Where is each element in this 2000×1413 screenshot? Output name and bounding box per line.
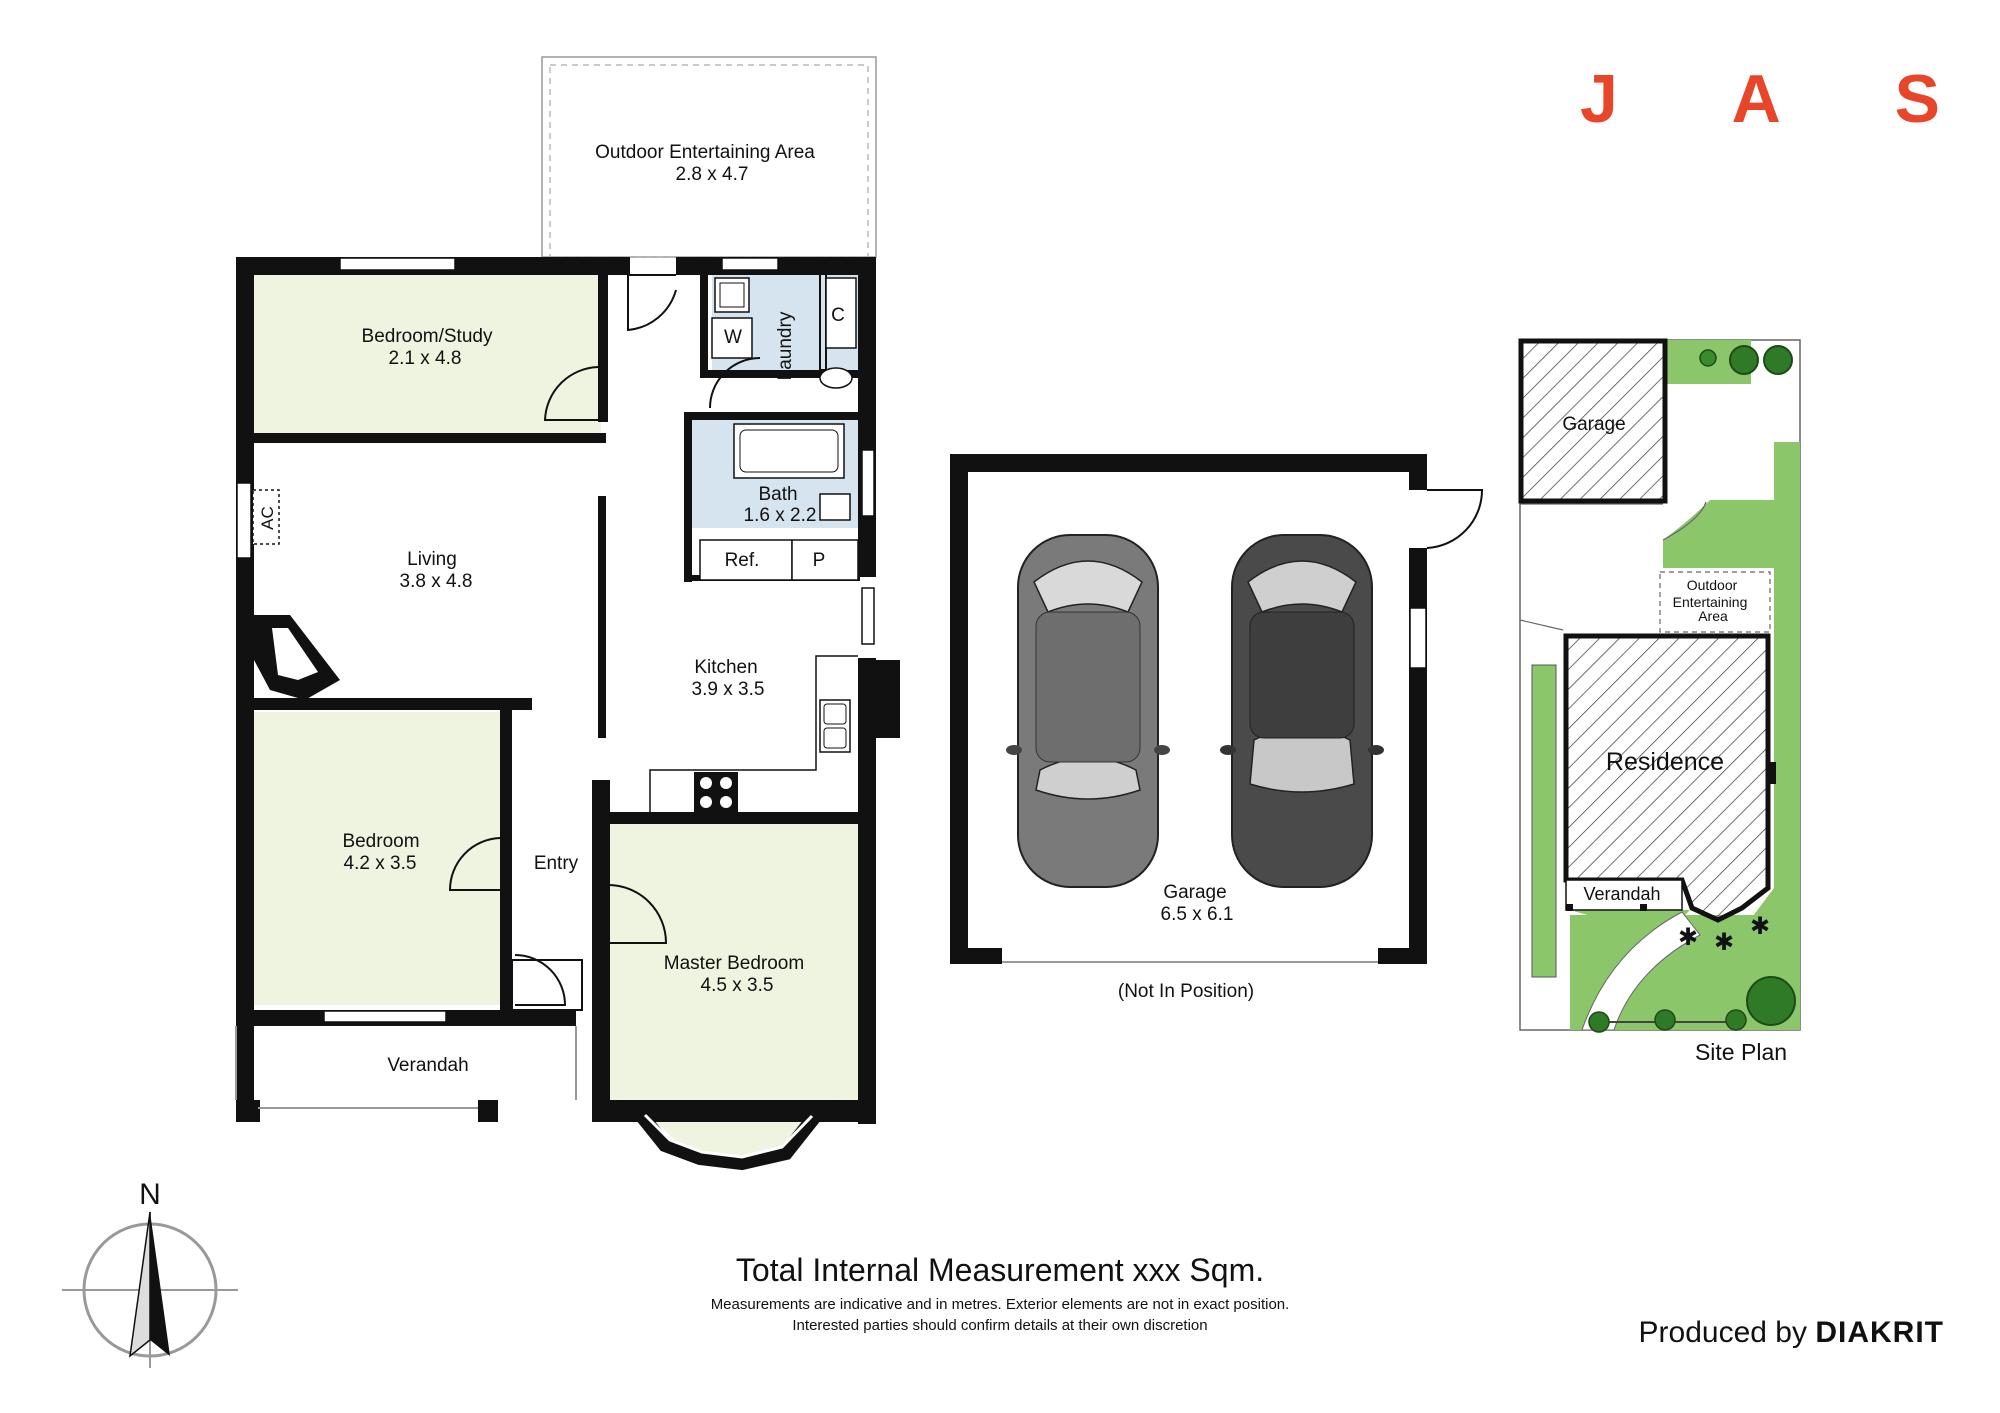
disclaimer: Measurements are indicative and in metre… (0, 1294, 2000, 1336)
site-outdoor-line2: Entertaining (1673, 594, 1748, 610)
site-outdoor-line3: Area (1698, 608, 1728, 624)
bath-size: 1.6 x 2.2 (744, 505, 817, 526)
brand-letter-j: J (1580, 61, 1618, 137)
site-plan-title: Site Plan (1695, 1039, 1787, 1065)
ref-label: Ref. (725, 550, 760, 571)
washer-label: W (724, 327, 742, 348)
site-outdoor-line1: Outdoor (1687, 577, 1738, 593)
garage-note: (Not In Position) (1118, 981, 1254, 1002)
total-measurement: Total Internal Measurement xxx Sqm. (735, 1252, 1265, 1288)
site-garage-label: Garage (1562, 414, 1625, 435)
house-plan: Outdoor Entertaining Area 2.8 x 4.7 Bedr… (235, 56, 900, 1171)
car-left (1006, 534, 1170, 888)
ac-label: AC (258, 506, 277, 530)
bath-label: Bath (758, 484, 797, 505)
disclaimer-line-2: Interested parties should confirm detail… (792, 1317, 1208, 1334)
brand-letter-s: S (1894, 61, 1940, 137)
car-right (1220, 534, 1384, 888)
producer-name: DIAKRIT (1815, 1316, 1944, 1349)
brand-logo: J A S (1580, 60, 1940, 138)
svg-text:✱: ✱ (1714, 929, 1734, 956)
site-verandah-label: Verandah (1583, 884, 1660, 904)
bedroom-study-label: Bedroom/Study (362, 326, 493, 347)
kitchen-size: 3.9 x 3.5 (692, 679, 765, 700)
living-size: 3.8 x 4.8 (400, 571, 473, 592)
master-bedroom-label: Master Bedroom (664, 953, 804, 974)
svg-text:✱: ✱ (1750, 913, 1770, 940)
bedroom-label: Bedroom (342, 831, 419, 852)
disclaimer-line-1: Measurements are indicative and in metre… (710, 1296, 1290, 1313)
svg-text:✱: ✱ (1678, 924, 1698, 951)
bedroom-fill (252, 712, 500, 1005)
entry-label: Entry (534, 853, 579, 874)
bedroom-study-fill (252, 273, 601, 433)
cupboard-label: C (831, 305, 845, 326)
producer-credit: Produced by DIAKRIT (1639, 1316, 1944, 1350)
verandah-label: Verandah (387, 1055, 468, 1076)
master-bedroom-fill (608, 824, 860, 1106)
kitchen-label: Kitchen (694, 657, 757, 678)
bedroom-study-size: 2.1 x 4.8 (389, 348, 462, 369)
garage-size: 6.5 x 6.1 (1161, 904, 1234, 925)
master-bedroom-size: 4.5 x 3.5 (701, 975, 774, 996)
bedroom-size: 4.2 x 3.5 (344, 853, 417, 874)
brand-letter-a: A (1731, 61, 1781, 137)
site-residence-label: Residence (1606, 748, 1724, 776)
produced-by-text: Produced by (1638, 1316, 1807, 1349)
north-arrow: N (62, 1178, 238, 1368)
garage-plan: Garage 6.5 x 6.1 (Not In Position) (950, 454, 1484, 1002)
site-plan: Garage Outdoor Entertaining Area Residen… (1518, 338, 1801, 1065)
pantry-label: P (813, 550, 826, 571)
outdoor-size: 2.8 x 4.7 (676, 164, 749, 185)
north-label: N (139, 1178, 161, 1211)
garage-label: Garage (1163, 882, 1226, 903)
outdoor-label: Outdoor Entertaining Area (595, 142, 815, 163)
living-label: Living (407, 549, 457, 570)
laundry-label: Laundry (775, 311, 796, 380)
